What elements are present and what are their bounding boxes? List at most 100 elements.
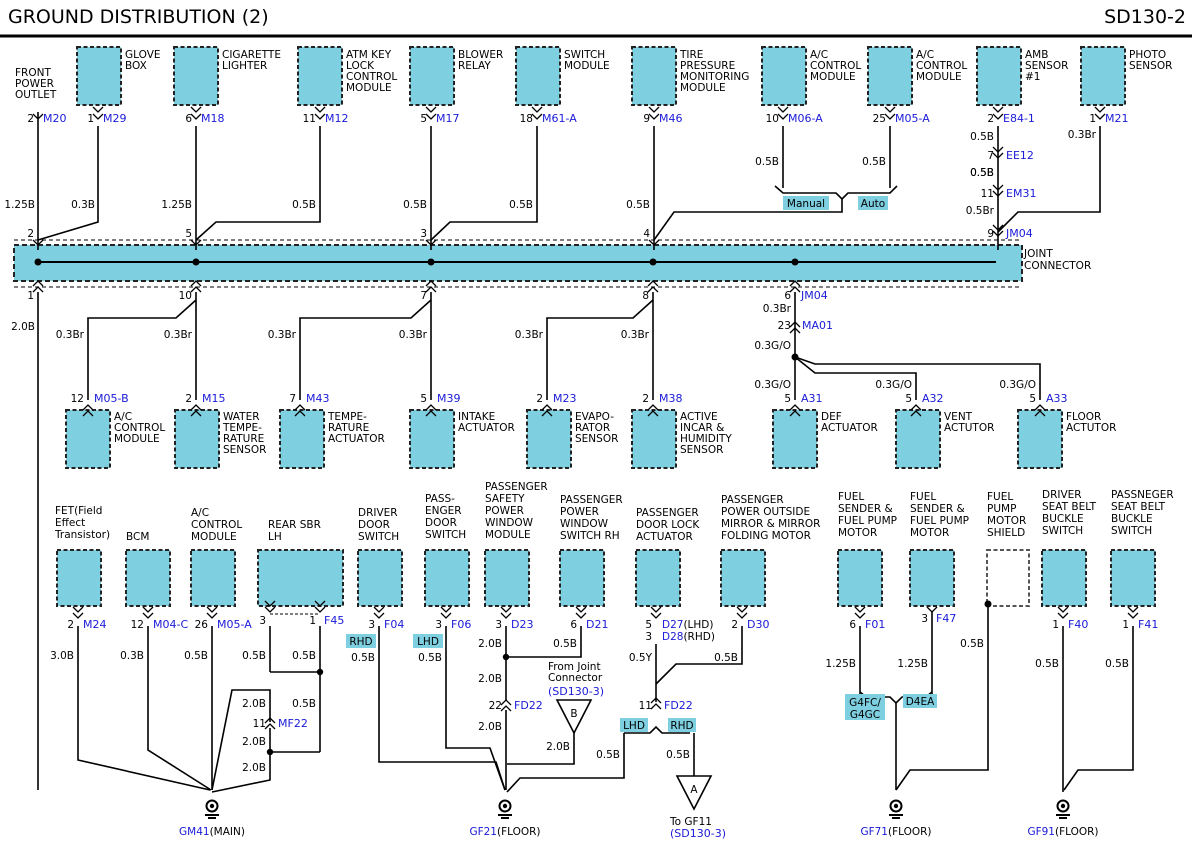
pin-number: 3 [495, 619, 502, 631]
pin-number: 23 [778, 320, 791, 332]
connector-id: JM04 [800, 289, 828, 302]
pin-number: 2 [536, 393, 543, 405]
component-label: DOOR [358, 519, 390, 531]
wire-switch-module [430, 126, 538, 241]
component-label: SENDER & [910, 503, 965, 515]
connector-chevron [1057, 606, 1069, 613]
component-label: DRIVER [1042, 489, 1082, 501]
component-label: SEAT BELT [1111, 501, 1166, 513]
component-box [1041, 549, 1087, 607]
off-page-connector-b-letter: B [570, 708, 577, 720]
component-label: SWITCH [425, 529, 466, 541]
connector-chevron [1127, 606, 1139, 613]
wire-spec: 2.0B [242, 736, 266, 748]
connector-id: M23 [553, 392, 577, 405]
connector-chevron [1094, 113, 1106, 120]
component-box [357, 549, 403, 607]
wire-spec: 0.5B [292, 650, 316, 662]
component-box [297, 46, 343, 106]
connector-chevron [736, 612, 748, 619]
component-box [76, 46, 122, 106]
component-label: INCAR & [680, 422, 724, 434]
component-label: FLOOR [1066, 411, 1101, 423]
component-box [56, 549, 102, 607]
component-label: ACTUTOR [1066, 422, 1116, 434]
connector-chevron [425, 404, 437, 411]
connector-chevron [992, 230, 1004, 237]
wire-temp-actuator [299, 299, 432, 400]
component-box [631, 409, 677, 469]
component-label: RATOR [575, 422, 610, 434]
pin-number: 11 [981, 188, 994, 200]
connector-chevron [854, 606, 866, 613]
connector-chevron [142, 606, 154, 613]
connector-chevron [314, 606, 326, 613]
component-label: A/C [114, 411, 132, 423]
component-label: DRIVER [358, 507, 398, 519]
wire-lhd-ground [506, 733, 625, 793]
component-label: A/C [916, 49, 934, 61]
pin-number: 5 [905, 393, 912, 405]
connector-chevron [264, 723, 276, 730]
pin-number: 1 [1089, 113, 1096, 125]
component-label: DOOR [425, 517, 457, 529]
connector-id: D23 [511, 618, 533, 631]
component-label: EVAPO- [575, 411, 614, 423]
pin-number: 6 [784, 290, 791, 302]
wire-spec: 0.3Br [164, 329, 193, 341]
component-box [279, 409, 325, 469]
component-label: MODULE [680, 82, 726, 94]
wire-spec: 0.3Br [399, 329, 428, 341]
tag-manual-text: Manual [787, 198, 825, 210]
component-label: TEMPE- [327, 411, 367, 423]
pin-number: 9 [987, 228, 994, 240]
wire-spec: 0.5B [970, 167, 994, 179]
tag-lhd [620, 718, 648, 732]
connector-chevron [425, 410, 437, 417]
connector-chevron [500, 705, 512, 712]
component-label: MODULE [191, 531, 237, 543]
component-label: POWER [560, 506, 599, 518]
pin-number: 5 [420, 393, 427, 405]
wire-vent [794, 356, 917, 400]
component-label: SENSOR [680, 444, 723, 456]
wire-spec: 0.5B [755, 156, 779, 168]
connector-chevron [1034, 404, 1046, 411]
wire-shield [895, 604, 989, 791]
wire-spec: 0.5B [596, 749, 620, 761]
connector-chevron [190, 280, 202, 287]
wire-spec: 2.0B [11, 321, 35, 333]
component-label: MODULE [114, 433, 160, 445]
connector-id: M05-B [94, 392, 129, 405]
component-box [257, 549, 344, 607]
wire-atm-key [195, 126, 321, 241]
connector-chevron [425, 286, 437, 293]
connector-id: F47 [936, 612, 956, 625]
pin-number: 11 [303, 113, 316, 125]
connector-id: M21 [1105, 112, 1129, 125]
component-label: WATER [223, 411, 260, 423]
connector-id: MA01 [802, 319, 833, 332]
wire-spec: 0.3G/O [754, 340, 791, 352]
from-joint-label: Connector [548, 672, 603, 684]
wire-spec: 0.5B [970, 167, 994, 179]
connector-chevron [789, 410, 801, 417]
wire-spec: 0.3Br [515, 329, 544, 341]
component-label: PASSENGER [721, 494, 784, 506]
connector-chevron [206, 612, 218, 619]
wire-spec: 2.0B [242, 698, 266, 710]
pin-number: 3 [921, 613, 928, 625]
connector-chevron [190, 239, 202, 246]
ground-label: GF91(FLOOR) [1027, 826, 1098, 838]
pin-number: 2 [642, 393, 649, 405]
connector-id: D30 [747, 618, 769, 631]
component-label: SENSOR [223, 444, 266, 456]
connector-id: E84-1 [1003, 112, 1035, 125]
connector-chevron [910, 410, 922, 417]
connector-chevron [575, 606, 587, 613]
component-box [720, 549, 766, 607]
connector-chevron [992, 146, 1004, 153]
wire-spec: 0.3G/O [754, 379, 791, 391]
component-label: POWER [485, 505, 524, 517]
